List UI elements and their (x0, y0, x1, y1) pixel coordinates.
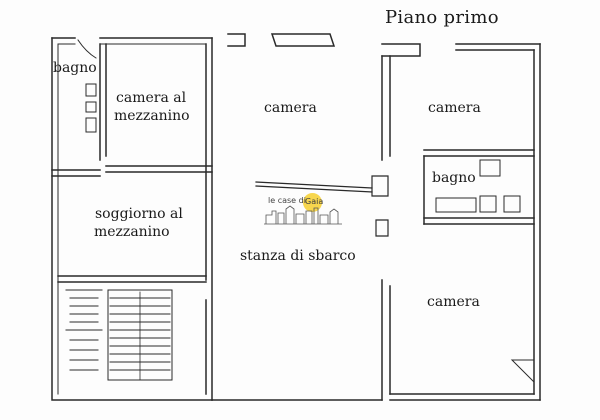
bagno-right-fixtures (435, 159, 521, 213)
logo-sun-icon (303, 193, 322, 212)
room-label-camera-right-bottom: camera (427, 294, 480, 310)
room-label-soggiorno-line2: mezzanino (94, 224, 170, 240)
top-wall-segment-1 (227, 33, 246, 47)
plan-title: Piano primo (385, 7, 499, 28)
wall-mezzanino-divider (51, 165, 213, 177)
room-label-camera-mezzanino-line1: camera al (116, 90, 187, 106)
wall-stanza-right (381, 279, 391, 401)
wall-wing-right (205, 37, 213, 401)
staircase (65, 289, 173, 381)
logo-text: le case di (268, 196, 306, 205)
wall-corridor (255, 181, 373, 193)
logo-name: Gaia (305, 197, 324, 206)
logo-skyline-icon (264, 205, 342, 225)
wall-camera-right-bottom (423, 149, 535, 157)
bottom-wall (211, 393, 541, 401)
room-label-stanza-sbarco: stanza di sbarco (240, 248, 356, 264)
room-label-bagno-right: bagno (432, 170, 476, 186)
bagno-left-fixtures (85, 83, 97, 133)
top-wall-segment-3 (381, 43, 421, 57)
top-wall-segment-2 (270, 33, 336, 47)
bagno-door-arc (77, 39, 97, 59)
top-wall-segment-4 (455, 43, 541, 51)
room-label-bagno-left: bagno (53, 60, 97, 76)
logo-le-case-di-gaia: le case di Gaia (264, 193, 344, 226)
wall-center-right (381, 55, 391, 161)
room-label-camera-mezzanino-line2: mezzanino (114, 108, 190, 124)
wall-soggiorno-bottom (57, 275, 207, 283)
pier-center (375, 219, 389, 237)
outer-wall-left (51, 37, 213, 401)
wall-corridor-end (371, 175, 389, 197)
wall-bagno-right-bottom (423, 217, 535, 225)
corner-detail (510, 359, 535, 384)
room-label-camera-right-top: camera (428, 100, 481, 116)
wall-far-right (533, 43, 541, 401)
room-label-camera-center: camera (264, 100, 317, 116)
bagno-left-wall (99, 43, 107, 161)
room-label-soggiorno-line1: soggiorno al (95, 206, 183, 222)
